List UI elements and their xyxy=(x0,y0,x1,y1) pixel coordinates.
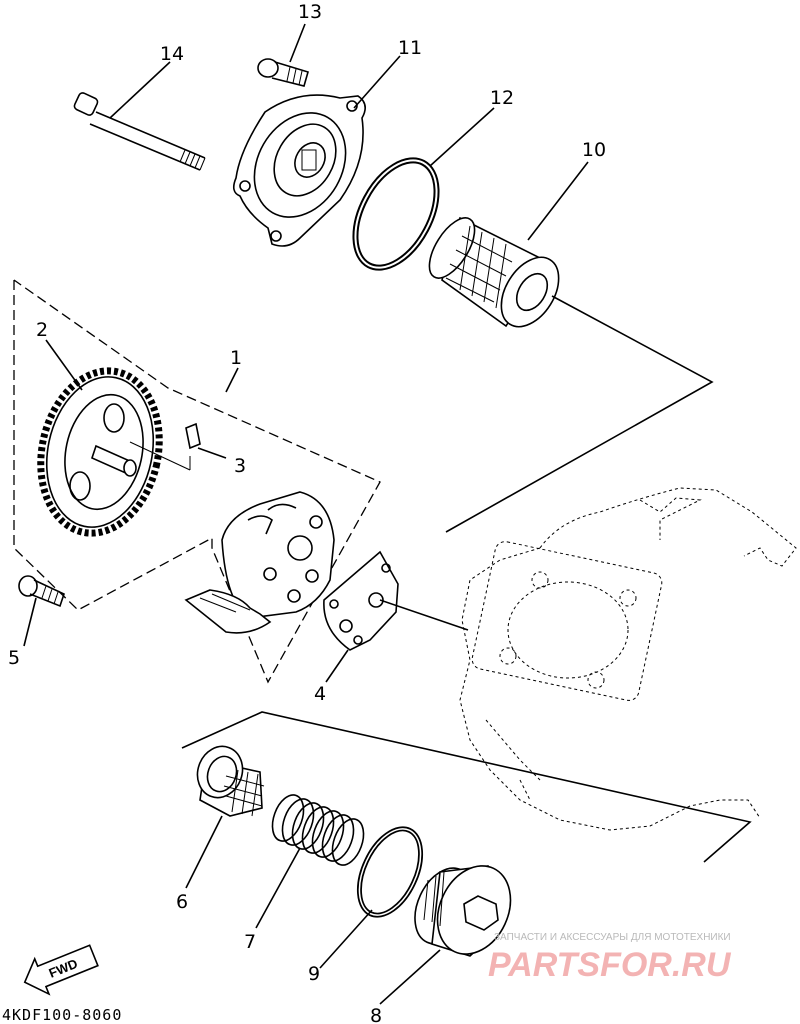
oil-filter xyxy=(428,216,560,328)
screw xyxy=(18,575,65,608)
part-label-6: 6 xyxy=(176,891,188,913)
watermark: ЗАПЧАСТИ И АКСЕССУАРЫ ДЛЯ МОТОТЕХНИКИ PA… xyxy=(488,932,732,984)
part-label-5: 5 xyxy=(8,647,20,669)
cover-bolt xyxy=(257,58,309,87)
part-label-4: 4 xyxy=(314,683,326,705)
gasket xyxy=(323,550,469,651)
leader-lines xyxy=(23,23,589,1005)
part-label-2: 2 xyxy=(36,319,48,341)
part-label-3: 3 xyxy=(234,455,246,477)
part-label-11: 11 xyxy=(398,37,422,59)
part-label-7: 7 xyxy=(244,931,256,953)
engine-crankcase xyxy=(459,487,797,831)
part-label-13: 13 xyxy=(298,1,322,23)
part-label-14: 14 xyxy=(160,43,184,65)
part-labels: 1 2 3 4 5 6 7 8 9 10 11 12 13 14 xyxy=(8,1,606,1024)
filter-cover xyxy=(232,94,366,247)
watermark-brand: PARTSFOR.RU xyxy=(488,946,732,984)
part-label-10: 10 xyxy=(582,139,606,161)
strainer xyxy=(196,745,265,817)
watermark-tagline: ЗАПЧАСТИ И АКСЕССУАРЫ ДЛЯ МОТОТЕХНИКИ xyxy=(494,932,731,943)
spring xyxy=(271,794,365,866)
pump-gear xyxy=(37,367,163,537)
drawing-code: 4KDF100-8060 xyxy=(2,1006,122,1024)
long-bolt xyxy=(73,92,206,171)
oil-pump-body xyxy=(184,491,335,634)
drain-plug xyxy=(414,865,512,957)
fwd-arrow-icon: FWD xyxy=(23,944,99,996)
o-ring-large xyxy=(352,157,440,271)
o-ring-small xyxy=(356,826,424,918)
part-label-9: 9 xyxy=(308,963,320,985)
part-label-12: 12 xyxy=(490,87,514,109)
part-label-1: 1 xyxy=(230,347,242,369)
part-label-8: 8 xyxy=(370,1005,382,1024)
pin xyxy=(129,422,201,471)
